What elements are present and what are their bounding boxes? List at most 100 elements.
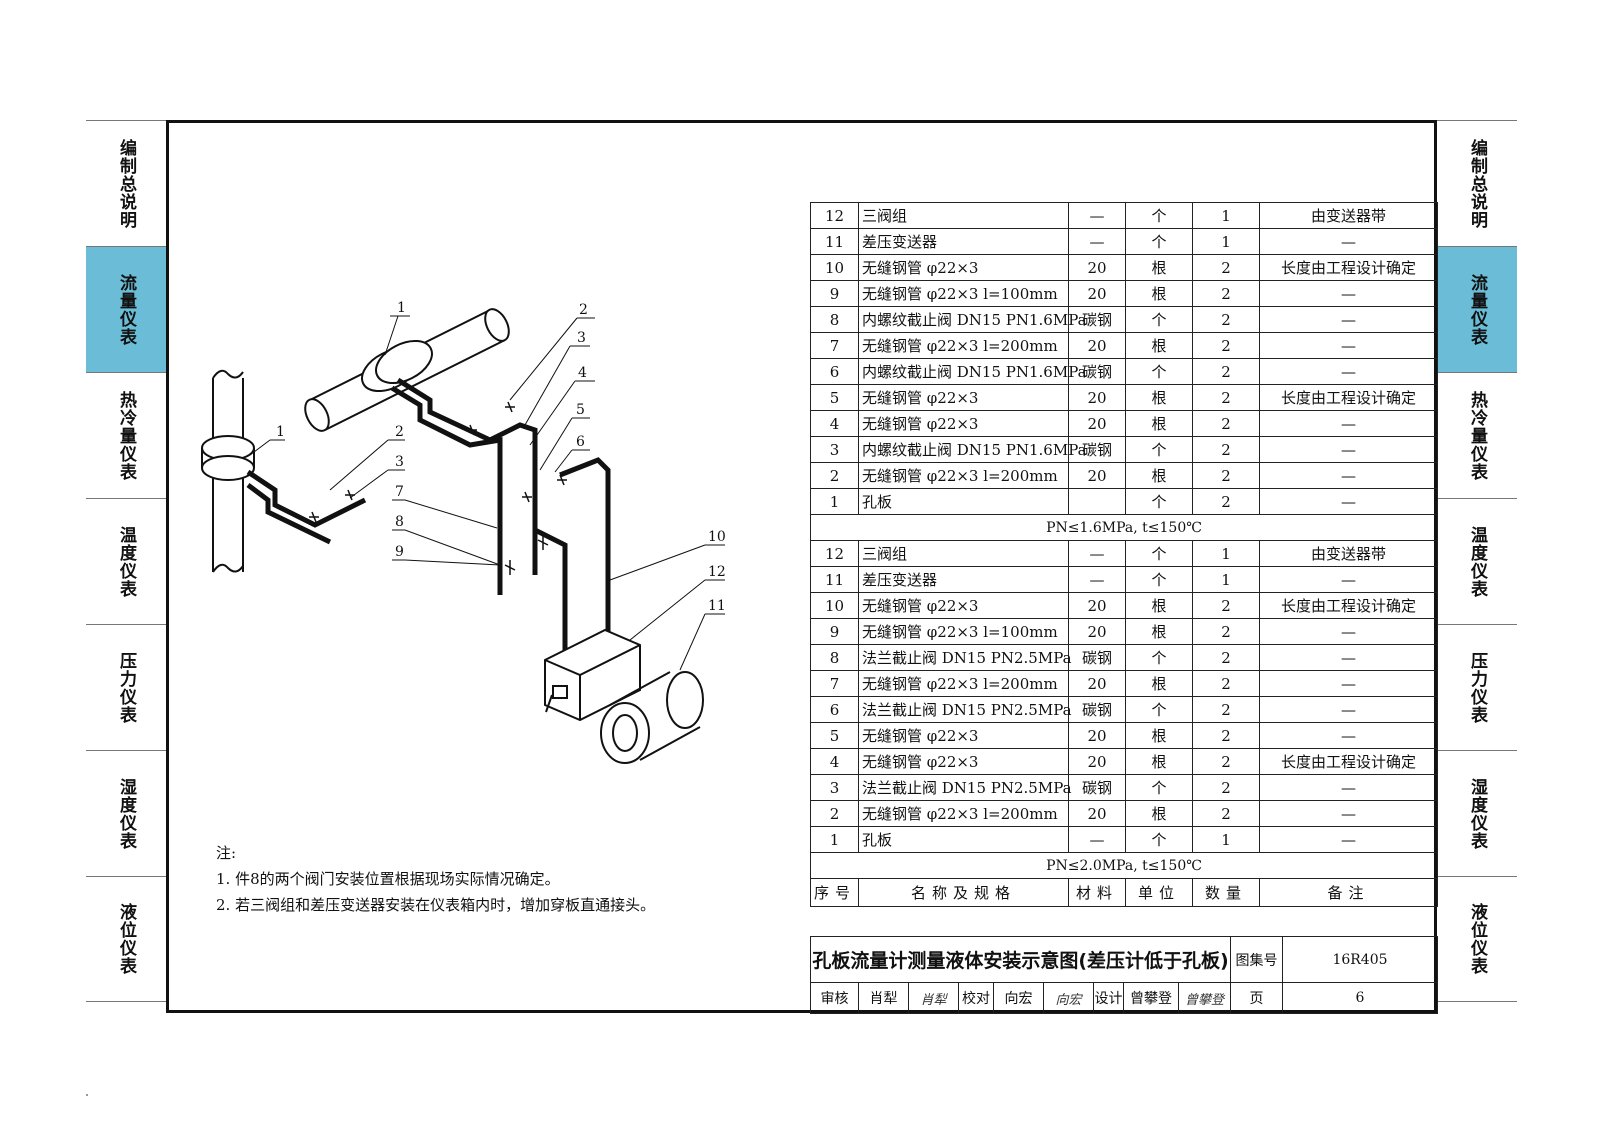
item-remark: — — [1259, 566, 1438, 593]
item-quantity: 1 — [1192, 202, 1260, 229]
item-number: 2 — [810, 800, 859, 827]
item-remark: — — [1259, 306, 1438, 333]
right-category-tabs: 编制总说明 流量仪表 热冷量仪表 温度仪表 压力仪表 湿度仪表 液位仪表 — [1437, 120, 1517, 1002]
item-name: 内螺纹截止阀 DN15 PN1.6MPa — [858, 436, 1087, 463]
tab-flow-instruments[interactable]: 流量仪表 — [1437, 246, 1517, 372]
item-unit: 个 — [1125, 540, 1193, 567]
item-material: — — [1068, 540, 1126, 567]
item-remark: 长度由工程设计确定 — [1259, 254, 1438, 281]
label-7: 7 — [395, 484, 404, 500]
item-name: 无缝钢管 φ22×3 — [858, 722, 1069, 749]
item-quantity: 2 — [1192, 280, 1260, 307]
item-unit: 根 — [1125, 280, 1193, 307]
header-qty: 数量 — [1192, 878, 1260, 907]
item-name: 差压变送器 — [858, 566, 1069, 593]
tab-pressure[interactable]: 压力仪表 — [1437, 624, 1517, 750]
label-1b: 1 — [276, 424, 285, 440]
label-2b: 2 — [395, 424, 404, 440]
item-name: 内螺纹截止阀 DN15 PN1.6MPa — [858, 358, 1087, 385]
item-name: 三阀组 — [858, 202, 1069, 229]
item-remark: — — [1259, 358, 1438, 385]
item-material: — — [1068, 826, 1126, 853]
tab-general[interactable]: 编制总说明 — [1437, 120, 1517, 246]
design-condition: PN≤2.0MPa, t≤150℃ — [810, 852, 1438, 879]
item-quantity: 2 — [1192, 800, 1260, 827]
item-remark: — — [1259, 618, 1438, 645]
item-material: 20 — [1068, 748, 1126, 775]
item-unit: 个 — [1125, 306, 1193, 333]
item-number: 1 — [810, 488, 859, 515]
item-remark: — — [1259, 826, 1438, 853]
item-number: 12 — [810, 202, 859, 229]
item-quantity: 2 — [1192, 722, 1260, 749]
design-condition: PN≤1.6MPa, t≤150℃ — [810, 514, 1438, 541]
tab-level[interactable]: 液位仪表 — [86, 876, 166, 1002]
item-number: 7 — [810, 670, 859, 697]
item-unit: 根 — [1125, 618, 1193, 645]
item-name: 无缝钢管 φ22×3 l=100mm — [858, 280, 1069, 307]
item-quantity: 2 — [1192, 332, 1260, 359]
item-number: 2 — [810, 462, 859, 489]
item-name: 无缝钢管 φ22×3 — [858, 254, 1069, 281]
atlas-number: 16R405 — [1282, 936, 1438, 983]
item-number: 10 — [810, 254, 859, 281]
item-unit: 根 — [1125, 332, 1193, 359]
item-remark: — — [1259, 228, 1438, 255]
item-remark: — — [1259, 462, 1438, 489]
design-label: 设计 — [1093, 982, 1124, 1014]
item-name: 无缝钢管 φ22×3 l=100mm — [858, 618, 1069, 645]
tab-flow-instruments[interactable]: 流量仪表 — [86, 246, 166, 372]
item-number: 4 — [810, 410, 859, 437]
item-material: 20 — [1068, 462, 1126, 489]
orifice-flange-lower — [201, 455, 255, 481]
item-quantity: 1 — [1192, 566, 1260, 593]
item-quantity: 2 — [1192, 462, 1260, 489]
item-remark: 由变送器带 — [1259, 202, 1438, 229]
item-number: 11 — [810, 566, 859, 593]
tab-heat-meters[interactable]: 热冷量仪表 — [86, 372, 166, 498]
item-quantity: 1 — [1192, 540, 1260, 567]
item-quantity: 1 — [1192, 228, 1260, 255]
item-name: 无缝钢管 φ22×3 l=200mm — [858, 670, 1069, 697]
item-unit: 个 — [1125, 358, 1193, 385]
tab-heat-meters[interactable]: 热冷量仪表 — [1437, 372, 1517, 498]
tab-general[interactable]: 编制总说明 — [86, 120, 166, 246]
item-name: 孔板 — [858, 488, 1069, 515]
item-material: 20 — [1068, 800, 1126, 827]
item-remark: 长度由工程设计确定 — [1259, 748, 1438, 775]
label-2: 2 — [579, 302, 588, 318]
item-unit: 个 — [1125, 436, 1193, 463]
label-4: 4 — [578, 365, 587, 381]
condition-row: PN≤2.0MPa, t≤150℃ — [810, 852, 1438, 879]
checker-signature: 向宏 — [1043, 982, 1094, 1014]
item-number: 9 — [810, 618, 859, 645]
tab-temperature[interactable]: 温度仪表 — [86, 498, 166, 624]
item-number: 3 — [810, 436, 859, 463]
item-quantity: 2 — [1192, 488, 1260, 515]
item-quantity: 2 — [1192, 384, 1260, 411]
tab-humidity[interactable]: 湿度仪表 — [1437, 750, 1517, 876]
item-quantity: 1 — [1192, 826, 1260, 853]
item-remark: — — [1259, 410, 1438, 437]
item-quantity: 2 — [1192, 774, 1260, 801]
item-remark: — — [1259, 696, 1438, 723]
reviewer-name: 肖犁 — [858, 982, 909, 1014]
item-material — [1068, 488, 1126, 515]
item-name: 法兰截止阀 DN15 PN2.5MPa — [858, 696, 1072, 723]
dp-transmitter — [600, 702, 650, 764]
tab-level[interactable]: 液位仪表 — [1437, 876, 1517, 1002]
tab-temperature[interactable]: 温度仪表 — [1437, 498, 1517, 624]
item-unit: 根 — [1125, 722, 1193, 749]
item-unit: 个 — [1125, 826, 1193, 853]
tab-pressure[interactable]: 压力仪表 — [86, 624, 166, 750]
tab-humidity[interactable]: 湿度仪表 — [86, 750, 166, 876]
header-unit: 单位 — [1125, 878, 1193, 907]
item-remark: — — [1259, 488, 1438, 515]
